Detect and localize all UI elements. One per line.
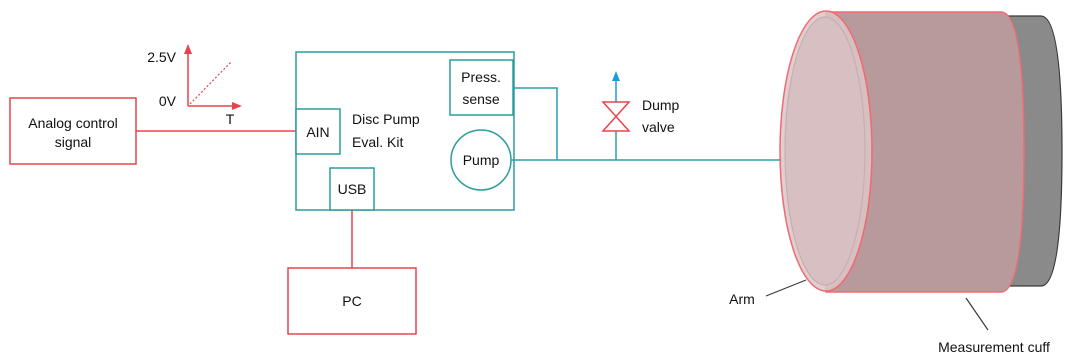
valve-exhaust-arrow-icon (612, 71, 620, 81)
dump-valve-label-line2: valve (642, 119, 675, 135)
analog-control-label-line1: Analog control (28, 115, 118, 131)
ramp-low-voltage-label: 0V (159, 93, 177, 109)
press-sense-label-line2: sense (462, 91, 500, 107)
cuff-label: Measurement cuff (938, 339, 1050, 355)
analog-control-label-line2: signal (55, 134, 92, 150)
dump-valve-symbol (601, 101, 631, 132)
arm-and-cuff (779, 10, 1063, 293)
ramp-x-axis-arrow (232, 102, 242, 110)
press-sense-label-line1: Press. (461, 69, 501, 85)
press-sense-branch (513, 87, 558, 160)
pump-label: Pump (463, 152, 500, 168)
arm-pointer-line (765, 279, 807, 297)
eval-kit-label-line1: Disc Pump (352, 111, 420, 127)
ramp-y-axis-arrow (184, 44, 192, 54)
eval-kit-label-line2: Eval. Kit (352, 134, 403, 150)
analog-control-box (9, 97, 137, 165)
pc-label: PC (342, 293, 361, 309)
cuff-front-face (779, 10, 873, 292)
cuff-pointer-line (965, 297, 989, 331)
pc-box (287, 267, 417, 335)
dump-valve-label-line1: Dump (642, 97, 680, 113)
arm-label: Arm (729, 291, 755, 307)
ramp-graph: 2.5V 0V T (147, 44, 242, 127)
cuff-cylinder (825, 11, 1025, 293)
ramp-high-voltage-label: 2.5V (147, 49, 176, 65)
ramp-time-label: T (226, 111, 235, 127)
usb-label: USB (338, 181, 367, 197)
ain-label: AIN (306, 124, 329, 140)
ramp-dotted-line (189, 61, 232, 105)
ain-box (295, 108, 341, 155)
press-sense-box (449, 59, 514, 116)
